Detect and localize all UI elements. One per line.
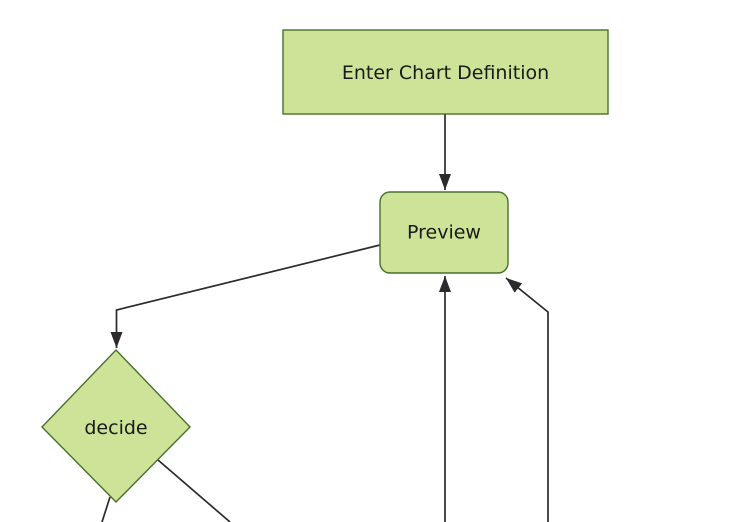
node-decide-shape	[41, 348, 191, 503]
edge-bottom-right-to-preview	[505, 277, 549, 522]
node-preview-label: Preview	[407, 222, 481, 244]
node-decide-label: decide	[84, 417, 147, 439]
node-enter-chart-definition: Enter Chart Definition	[282, 29, 609, 115]
node-preview: Preview	[379, 191, 509, 274]
edge-preview-to-decide	[110, 244, 381, 348]
node-preview-shape	[379, 191, 509, 274]
edge-decide-out-right	[157, 459, 231, 522]
node-enter-chart-definition-label: Enter Chart Definition	[342, 62, 549, 84]
node-enter-chart-definition-shape	[282, 29, 609, 115]
edge-decide-out-left	[101, 496, 111, 522]
node-decide: decide	[41, 348, 191, 503]
